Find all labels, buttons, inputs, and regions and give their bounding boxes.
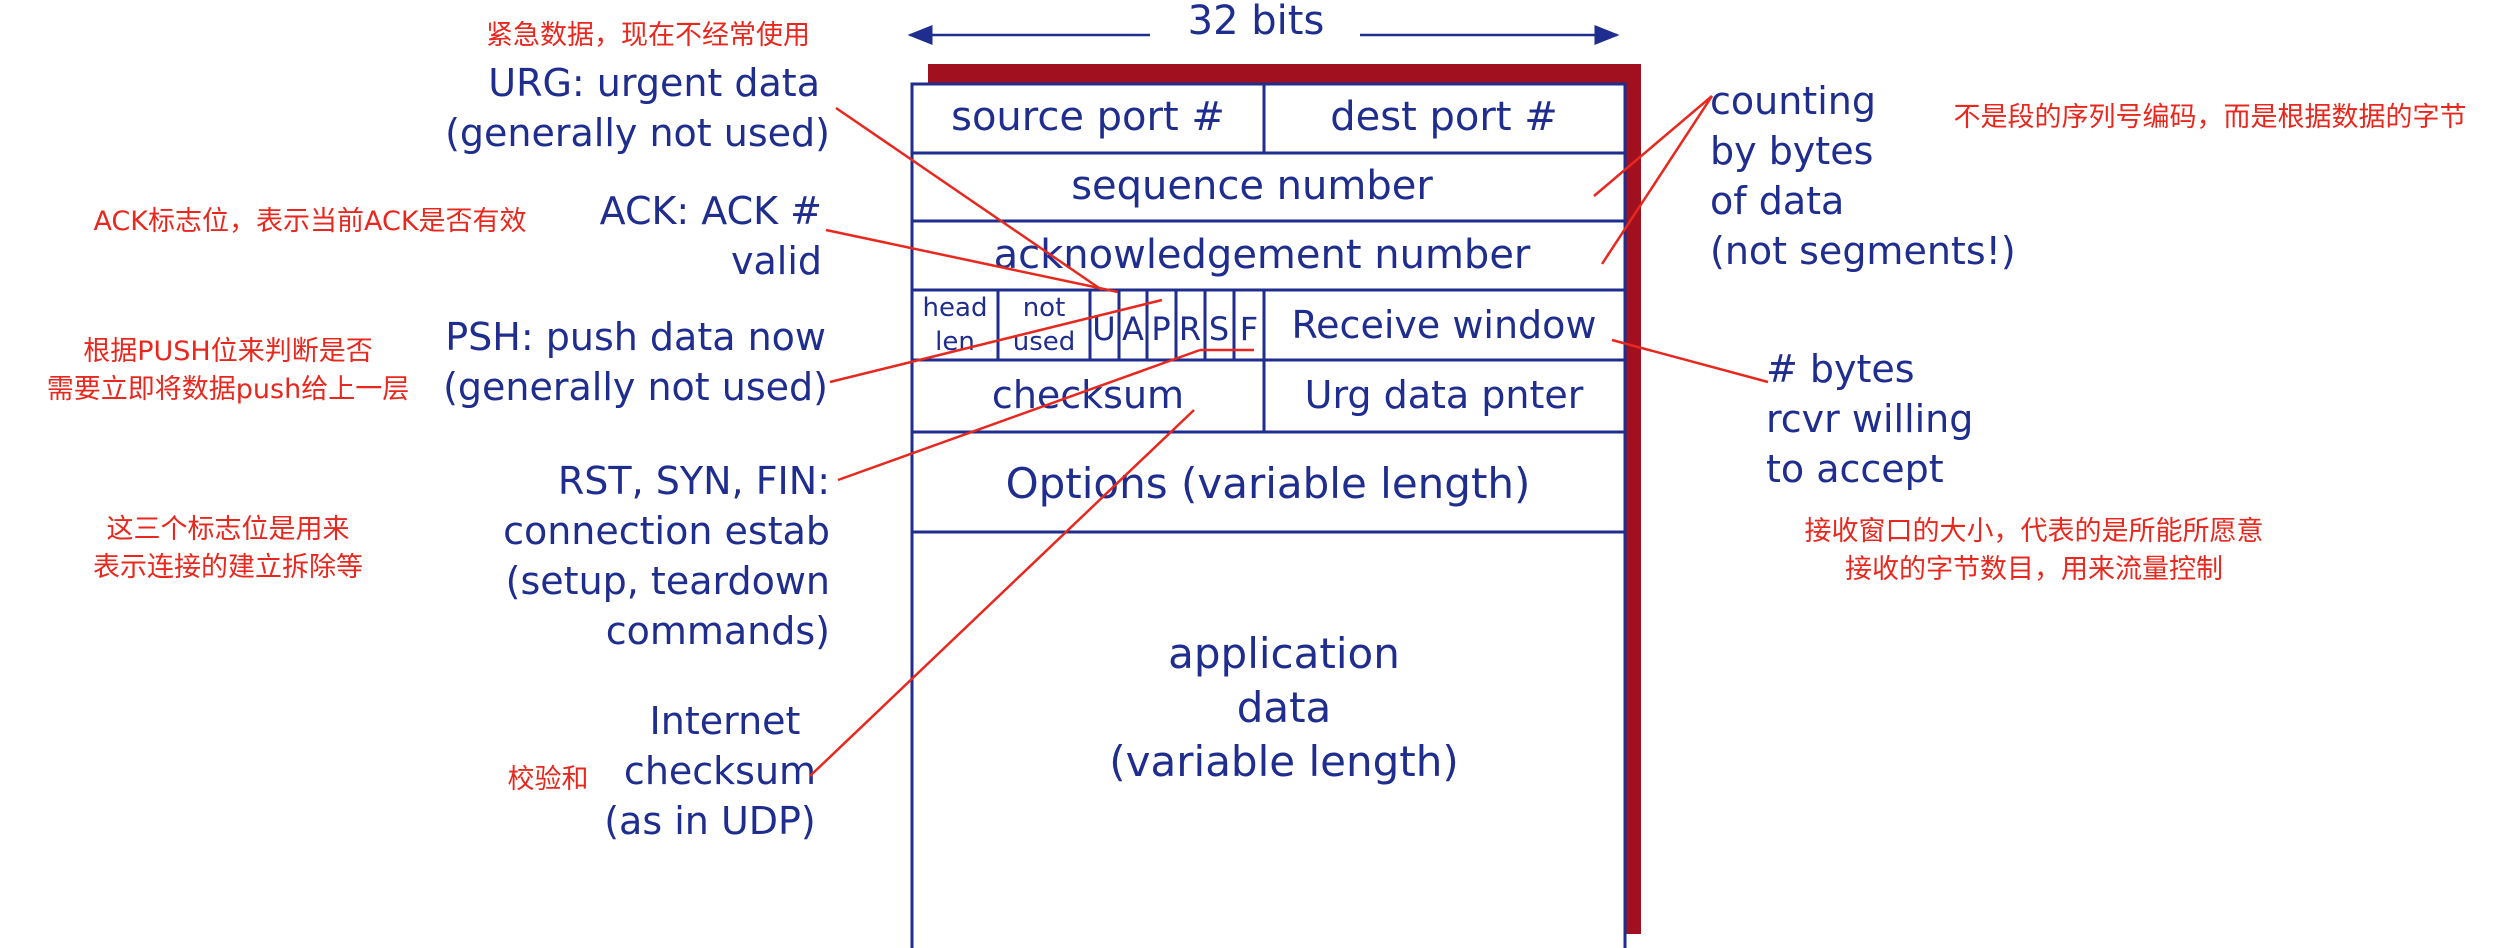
annotation-window-2: 接收的字节数目，用来流量控制: [1845, 554, 2223, 585]
field-sequence-number: sequence number: [1071, 163, 1433, 209]
label-counting-1: counting: [1710, 79, 1876, 123]
annotation-rst-2: 表示连接的建立拆除等: [93, 552, 363, 583]
label-checksum-3: (as in UDP): [604, 799, 816, 843]
pointer-rst-syn-fin: [837, 348, 1201, 482]
field-checksum: checksum: [992, 373, 1184, 417]
label-checksum-2: checksum: [624, 749, 816, 793]
field-app-data-2: data: [1237, 683, 1332, 732]
field-not-used-1: not: [1023, 293, 1066, 323]
field-source-port: source port #: [951, 94, 1225, 140]
label-rcvr-3: to accept: [1766, 447, 1944, 491]
pointer-checksum: [809, 409, 1195, 777]
label-rcvr-2: rcvr willing: [1766, 397, 1973, 441]
label-ack-2: valid: [731, 239, 822, 283]
label-counting-2: by bytes: [1710, 129, 1873, 173]
label-rst-4: commands): [606, 609, 830, 653]
annotation-window-1: 接收窗口的大小，代表的是所能所愿意: [1805, 516, 2264, 547]
flag-syn: S: [1209, 310, 1229, 348]
field-dest-port: dest port #: [1330, 94, 1557, 140]
field-app-data-1: application: [1168, 629, 1400, 678]
segment-box: [910, 82, 1627, 948]
label-ack-1: ACK: ACK #: [600, 189, 822, 233]
label-checksum-1: Internet: [650, 699, 801, 743]
pointer-counting-seq: [1593, 95, 1713, 197]
label-psh-2: (generally not used): [443, 365, 828, 409]
annotation-psh-2: 需要立即将数据push给上一层: [47, 374, 409, 405]
annotation-ack: ACK标志位，表示当前ACK是否有效: [93, 206, 526, 237]
row-dividers: [912, 84, 1625, 534]
label-counting-4: (not segments!): [1710, 229, 2016, 273]
field-receive-window: Receive window: [1291, 303, 1596, 347]
field-urg-pointer: Urg data pnter: [1305, 373, 1584, 417]
flag-ack: A: [1122, 310, 1144, 348]
field-head-len-1: head: [923, 293, 988, 323]
pointer-psh: [829, 298, 1163, 384]
label-rcvr-1: # bytes: [1766, 347, 1915, 391]
field-head-len-2: len: [935, 327, 975, 357]
flag-urg: U: [1092, 310, 1115, 348]
label-psh-1: PSH: push data now: [445, 315, 826, 359]
label-rst-3: (setup, teardown: [506, 559, 830, 603]
annotation-checksum: 校验和: [508, 764, 589, 795]
label-counting-3: of data: [1710, 179, 1844, 223]
field-not-used-2: used: [1013, 327, 1076, 357]
label-urg-2: (generally not used): [445, 111, 830, 155]
pointer-counting-ack: [1600, 95, 1714, 265]
label-rst-2: connection estab: [503, 509, 830, 553]
label-rst-1: RST, SYN, FIN:: [558, 459, 830, 503]
label-urg-1: URG: urgent data: [488, 61, 820, 105]
annotation-urg: 紧急数据，现在不经常使用: [486, 20, 810, 51]
flag-fin: F: [1240, 310, 1258, 348]
flag-rst: R: [1179, 310, 1201, 348]
field-acknowledgement-number: acknowledgement number: [994, 232, 1531, 278]
pointer-lines: [809, 95, 1769, 777]
annotation-rst-1: 这三个标志位是用来: [107, 514, 350, 545]
field-app-data-3: (variable length): [1109, 737, 1458, 786]
pointer-rcvr-window: [1611, 338, 1769, 384]
flag-psh: P: [1151, 310, 1170, 348]
field-options: Options (variable length): [1006, 459, 1531, 508]
annotation-seq: 不是段的序列号编码，而是根据数据的字节: [1954, 102, 2467, 133]
pointer-urg: [835, 106, 1103, 292]
width-label: 32 bits: [1188, 0, 1325, 44]
annotation-psh-1: 根据PUSH位来判断是否: [83, 336, 373, 367]
pointer-ack: [825, 228, 1119, 294]
